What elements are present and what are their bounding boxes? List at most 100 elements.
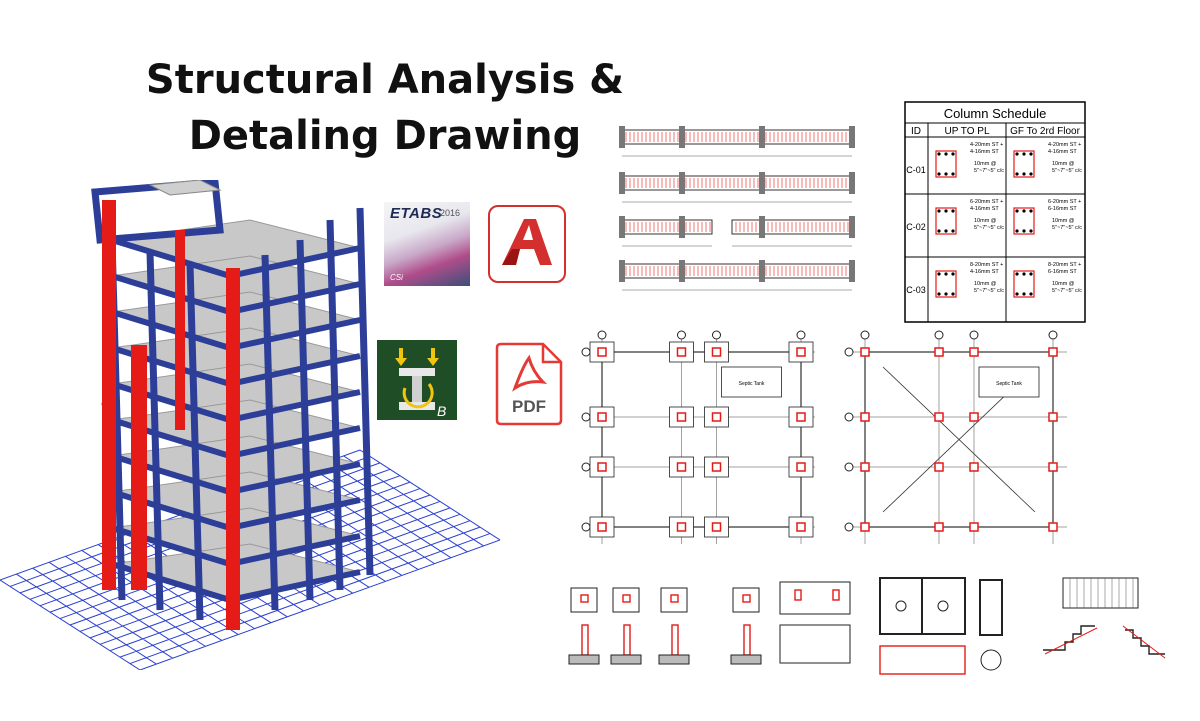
grid-bubble — [969, 330, 979, 340]
rebar — [1022, 229, 1026, 233]
grid-bubble — [844, 462, 854, 472]
column-mark — [676, 347, 687, 357]
footing-section — [568, 654, 600, 665]
etabs-maker: CSi — [390, 273, 403, 282]
rebar — [937, 229, 941, 233]
column-schedule-table: Column Schedule ID UP TO PL GF To 2rd Fl… — [904, 101, 1086, 323]
rebar — [1015, 229, 1019, 233]
grid-bubble — [677, 330, 686, 340]
rebar — [951, 172, 955, 176]
tie-spec: 10mm @ — [1052, 218, 1075, 224]
rebar — [937, 272, 941, 276]
rebar-spec: 4-20mm ST + — [1048, 142, 1081, 148]
frame-column — [146, 251, 164, 611]
support-column — [849, 172, 855, 194]
rebar-spec: 6-20mm ST + — [1048, 199, 1081, 205]
footing-plan — [732, 587, 760, 613]
pdf-document-icon: PDF — [493, 342, 565, 426]
footing-section — [610, 654, 642, 665]
rebar-spec: 4-16mm ST — [970, 269, 999, 275]
rebar — [1015, 152, 1019, 156]
rebar-spec: 8-20mm ST + — [1048, 262, 1081, 268]
column-mark — [676, 412, 687, 422]
rebar-spec: 6-16mm ST — [1048, 206, 1077, 212]
support-column — [679, 172, 685, 194]
rebar — [937, 209, 941, 213]
ideastatica-beam-logo-icon: B — [377, 340, 457, 420]
tie-spec: 10mm @ — [1052, 161, 1075, 167]
rebar — [944, 229, 948, 233]
etabs-name: ETABS — [390, 205, 443, 222]
column-mark — [934, 462, 944, 472]
column-section — [935, 207, 957, 235]
rebar — [951, 152, 955, 156]
column-mark — [969, 462, 979, 472]
support-column — [759, 260, 765, 282]
soak-well-section — [979, 579, 1003, 636]
header-up-to-pl: UP TO PL — [944, 126, 989, 137]
rebar-spec: 4-16mm ST — [1048, 149, 1077, 155]
column-mark — [794, 589, 802, 601]
stair-section — [1125, 629, 1165, 655]
column-mark — [796, 522, 806, 532]
page-title: Structural Analysis & Detaling Drawing — [120, 52, 650, 164]
tie-spec: 5"~7"~5" c/c — [974, 168, 1004, 174]
column-mark — [969, 347, 979, 357]
rebar-spec: 4-16mm ST — [970, 206, 999, 212]
column-section — [623, 624, 631, 656]
support-column — [619, 216, 625, 238]
rebar-spec: 4-16mm ST — [970, 149, 999, 155]
frame-column — [326, 219, 344, 591]
frame-column — [261, 254, 279, 611]
stair-rebar — [1044, 627, 1098, 655]
column-mark — [1048, 347, 1058, 357]
septic-tank-label: Septic Tank — [739, 381, 765, 387]
rebar — [951, 292, 955, 296]
framing-plan: Septic Tank — [844, 330, 1067, 544]
rebar — [1022, 272, 1026, 276]
header-gf-to-2rd: GF To 2rd Floor — [1010, 126, 1081, 137]
rebar — [937, 292, 941, 296]
support-column — [759, 172, 765, 194]
tie-spec: 5"~7"~5" c/c — [1052, 288, 1082, 294]
beam-detail-drawings — [619, 126, 855, 291]
tie-spec: 5"~7"~5" c/c — [1052, 168, 1082, 174]
column-mark — [860, 347, 870, 357]
footing-section — [730, 654, 762, 665]
rebar — [944, 292, 948, 296]
support-column — [759, 126, 765, 148]
rebar-spec: 8-20mm ST + — [970, 262, 1003, 268]
frame-column — [296, 239, 314, 601]
rebar — [1022, 172, 1026, 176]
support-column — [619, 172, 625, 194]
frame-column — [356, 207, 374, 576]
column-section — [935, 270, 957, 298]
column-mark — [832, 589, 840, 601]
footing-plan — [570, 587, 598, 613]
grid-bubble — [597, 330, 607, 340]
tie-spec: 10mm @ — [1052, 281, 1075, 287]
frame-column — [186, 263, 204, 621]
grid-bubble — [712, 330, 721, 340]
support-column — [679, 126, 685, 148]
septic-tank — [721, 366, 782, 398]
rebar — [951, 272, 955, 276]
rebar — [1029, 152, 1033, 156]
grid-bubble — [844, 347, 854, 357]
rebar — [944, 209, 948, 213]
tie-spec: 5"~7"~5" c/c — [974, 225, 1004, 231]
column-mark — [969, 412, 979, 422]
rebar — [1029, 209, 1033, 213]
column-section — [1013, 207, 1035, 235]
tie-spec: 10mm @ — [974, 281, 997, 287]
detail-sections — [568, 577, 1166, 675]
ideab-letter: B — [437, 403, 446, 419]
rebar-spec: 4-20mm ST + — [970, 142, 1003, 148]
septic-tank-label: Septic Tank — [996, 381, 1022, 387]
column-section — [935, 150, 957, 178]
stair-plan — [1062, 577, 1139, 609]
tie-beam-section — [779, 624, 851, 664]
tie-spec: 10mm @ — [974, 161, 997, 167]
beam-outline — [621, 263, 853, 279]
column-mark — [1048, 462, 1058, 472]
